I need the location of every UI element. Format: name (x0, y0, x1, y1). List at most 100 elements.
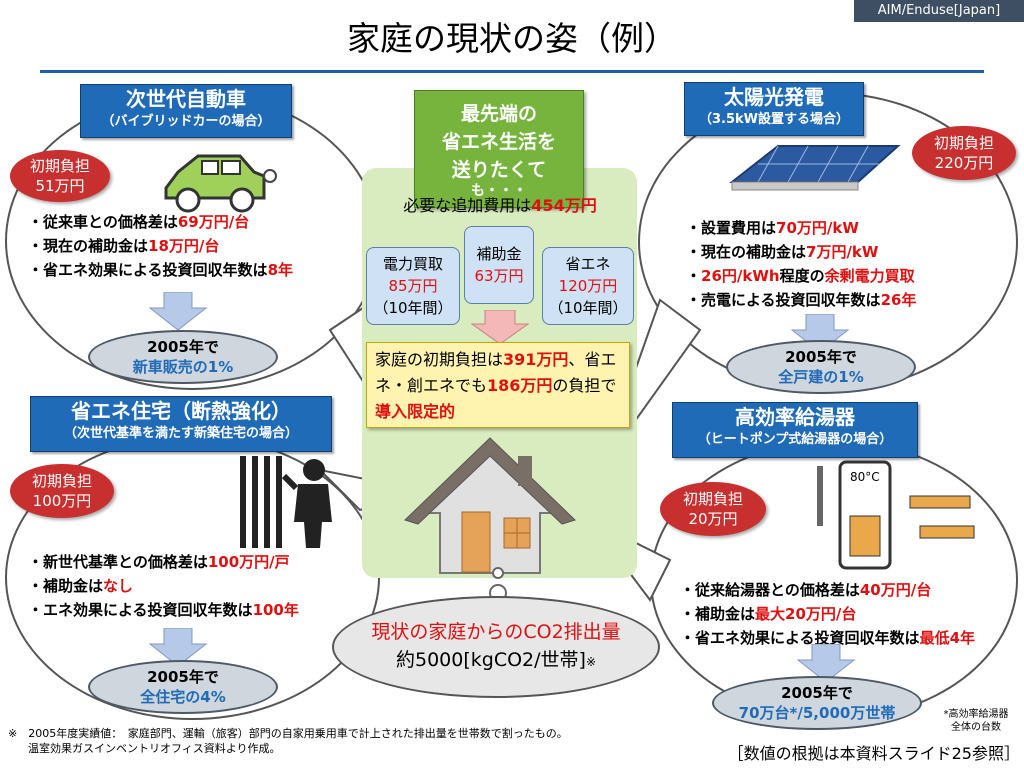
heater-bullets: ・従来給湯器との価格差は40万円/台 ・補助金は最大20万円/台 ・省エネ効果に… (680, 578, 1010, 650)
solar-bullet-2: ・現在の補助金は7万円/kW (686, 243, 879, 261)
house-badge-label: 初期負担 (31, 472, 92, 490)
solar-pill-share: 全戸建の1% (778, 368, 864, 386)
co2-mark: ※ (585, 655, 597, 669)
title-rule (40, 70, 984, 73)
center-head-line-4: も・・・ (471, 183, 527, 199)
car-bullet-1: ・従来車との価格差は69万円/台 (28, 213, 250, 231)
house-title: 省エネ住宅（断熱強化） (71, 399, 291, 423)
solar-share-pill: 2005年で 全戸建の1% (726, 340, 916, 394)
car-badge-label: 初期負担 (29, 157, 90, 175)
center-head-line-1: 最先端の (460, 103, 537, 125)
solar-bullets: ・設置費用は70万円/kW ・現在の補助金は7万円/kW ・26円/kWh程度の… (686, 216, 1006, 312)
burden-box: 家庭の初期負担は391万円、省エネ・創エネでも186万円の負担で導入限定的 (366, 342, 630, 428)
house-pill-share: 全住宅の4% (140, 688, 226, 706)
solar-cost-badge: 初期負担 220万円 (912, 126, 1016, 180)
solar-title: 太陽光発電 (724, 85, 824, 109)
water-heater-icon (817, 460, 975, 570)
cost-box-saving: 省エネ 120万円 （10年間） (542, 247, 634, 325)
org-tag: AIM/Enduse[Japan] (854, 0, 1024, 22)
burden-text-2: 、省エネ・創エネでも (375, 350, 617, 395)
box-saving-period: （10年間） (548, 299, 628, 317)
house-bullets: ・新世代基準との価格差は100万円/戸 ・補助金はなし ・エネ効果による投資回収… (28, 550, 368, 622)
center-head-line-3: 送りたくて (451, 159, 547, 181)
center-head-line-2: 省エネ生活を (441, 131, 556, 153)
footnote-line-2: 温室効果ガスインベントリオフィス資料より作成。 (28, 742, 281, 755)
house-icon (404, 437, 576, 574)
car-icon (164, 154, 277, 213)
solar-pill-year: 2005年で (785, 348, 857, 366)
co2-line-2: 約5000[kgCO2/世帯] (395, 649, 586, 671)
house-panel-head: 省エネ住宅（断熱強化） （次世代基準を満たす新築住宅の場合） (30, 396, 332, 452)
burden-conclusion: 導入限定的 (375, 402, 456, 421)
center-head: 最先端の 省エネ生活を 送りたくて も・・・ (414, 90, 584, 208)
solar-badge-label: 初期負担 (933, 134, 994, 152)
footnote: ※ 2005年度実績値： 家庭部門、運輸（旅客）部門の自家用乗用車で計上された排… (8, 726, 708, 756)
cost-prefix: 必要な追加費用は (403, 196, 532, 215)
heater-badge-label: 初期負担 (682, 490, 743, 508)
solar-subtitle: （3.5kW設置する場合） (698, 112, 849, 127)
solar-bullet-3: ・26円/kWh程度の余剰電力買取 (686, 267, 915, 285)
house-pill-year: 2005年で (147, 668, 219, 686)
burden-value-2: 186万円 (487, 376, 553, 395)
cost-box-subsidy: 補助金 63万円 (464, 226, 534, 304)
burden-text-3: の負担で (552, 376, 617, 395)
car-cost-badge: 初期負担 51万円 (10, 150, 110, 202)
page-title: 家庭の現状の姿（例） (347, 19, 677, 58)
box-power-label: 電力買取 (382, 255, 443, 273)
cost-box-power: 電力買取 85万円 （10年間） (366, 247, 460, 325)
solar-bullet-4: ・売電による投資回収年数は26年 (686, 291, 917, 309)
box-power-period: （10年間） (373, 299, 453, 317)
box-saving-value: 120万円 (558, 277, 618, 295)
box-power-value: 85万円 (388, 277, 438, 295)
car-badge-value: 51万円 (35, 177, 85, 195)
burden-value-1: 391万円 (503, 350, 569, 369)
reference-note: ［数値の根拠は本資料スライド25参照］ (727, 744, 1020, 763)
heater-down-arrow (796, 644, 856, 683)
additional-cost: 必要な追加費用は454万円 (366, 192, 634, 216)
heater-temp: 80°C (850, 470, 880, 484)
car-panel-head: 次世代自動車 （バイブリッドカーの場合） (80, 84, 292, 138)
solar-bullet-1: ・設置費用は70万円/kW (686, 219, 859, 237)
car-bullet-2: ・現在の補助金は18万円/台 (28, 237, 220, 255)
house-bullet-2: ・補助金はなし (28, 577, 134, 595)
box-subsidy-value: 63万円 (474, 267, 524, 285)
house-bullet-1: ・新世代基準との価格差は100万円/戸 (28, 553, 290, 571)
box-saving-label: 省エネ (565, 255, 611, 273)
solar-panel-icon (729, 145, 901, 191)
car-share-pill: 2005年で 新車販売の1% (88, 330, 278, 384)
heater-badge-value: 20万円 (688, 510, 738, 528)
burden-text-1: 家庭の初期負担は (375, 350, 504, 369)
heater-title: 高効率給湯器 (735, 405, 855, 429)
co2-cloud: 現状の家庭からのCO2排出量 約5000[kgCO2/世帯]※ (332, 596, 660, 698)
solar-panel-head: 太陽光発電 （3.5kW設置する場合） (684, 82, 864, 136)
heater-bullet-3: ・省エネ効果による投資回収年数は最低4年 (680, 629, 975, 647)
house-share-pill: 2005年で 全住宅の4% (88, 660, 278, 714)
solar-badge-value: 220万円 (934, 154, 994, 172)
house-badge-value: 100万円 (32, 492, 92, 510)
heater-bullet-1: ・従来給湯器との価格差は40万円/台 (680, 581, 932, 599)
car-subtitle: （バイブリッドカーの場合） (101, 114, 271, 129)
down-arrow-center (470, 310, 530, 345)
car-pill-year: 2005年で (147, 338, 219, 356)
heater-cost-badge: 初期負担 20万円 (660, 482, 766, 536)
co2-line-2-wrap: 約5000[kgCO2/世帯]※ (334, 646, 658, 676)
car-bullets: ・従来車との価格差は69万円/台 ・現在の補助金は18万円/台 ・省エネ効果によ… (28, 210, 368, 282)
heater-subtitle: （ヒートポンプ式給湯器の場合） (697, 432, 893, 447)
heater-pill-share: 70万台*/5,000万世帯 (738, 704, 896, 722)
car-title: 次世代自動車 (126, 87, 246, 111)
car-bullet-3: ・省エネ効果による投資回収年数は8年 (28, 261, 293, 279)
footnote-line-1: ※ 2005年度実績値： 家庭部門、運輸（旅客）部門の自家用乗用車で計上された排… (8, 727, 568, 740)
house-down-arrow (148, 628, 208, 667)
house-cost-badge: 初期負担 100万円 (10, 464, 114, 518)
insulation-worker-icon (240, 456, 332, 548)
house-bullet-3: ・エネ効果による投資回収年数は100年 (28, 601, 299, 619)
heater-panel-head: 高効率給湯器 （ヒートポンプ式給湯器の場合） (672, 402, 918, 458)
car-pill-share: 新車販売の1% (132, 358, 234, 376)
heater-note-2: 全体の台数 (951, 722, 1001, 733)
cost-value: 454万円 (531, 196, 597, 215)
car-down-arrow (148, 292, 208, 331)
house-subtitle: （次世代基準を満たす新築住宅の場合） (63, 426, 298, 441)
heater-note: *高効率給湯器 全体の台数 (928, 708, 1024, 734)
heater-pill-year: 2005年で (781, 684, 853, 702)
heater-bullet-2: ・補助金は最大20万円/台 (680, 605, 857, 623)
